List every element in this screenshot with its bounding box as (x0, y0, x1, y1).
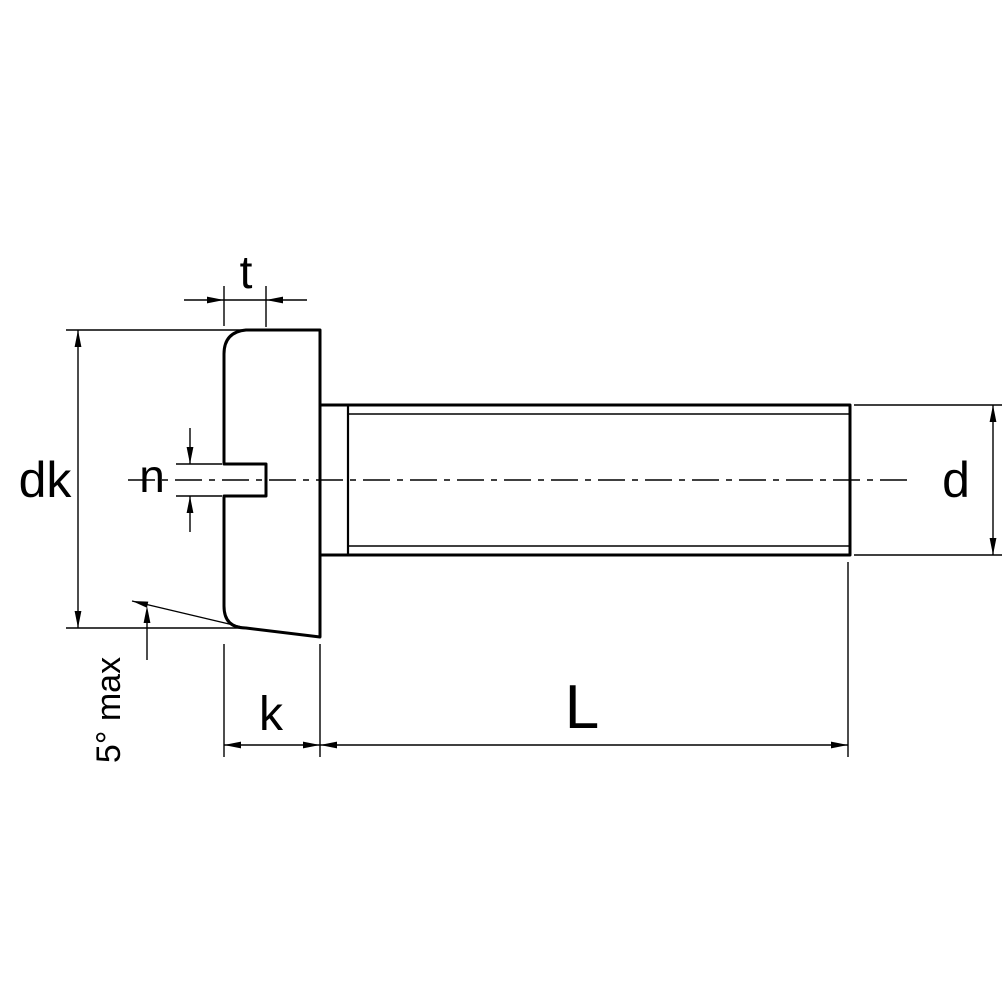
angle-construction-line (131, 600, 247, 629)
dimension-k: k (223, 644, 320, 757)
d-arrowhead-top (989, 405, 997, 422)
angle-leader-arrowhead (143, 606, 151, 623)
k-arrowhead-right (303, 741, 320, 749)
dimension-d: d (854, 404, 1002, 556)
d-arrowhead-bottom (989, 538, 997, 555)
k-label: k (259, 688, 284, 741)
k-arrowhead-left (224, 741, 241, 749)
angle-line-arrowhead (132, 601, 149, 608)
L-label: L (565, 673, 599, 742)
dimension-bearing-angle: 5° max (90, 600, 247, 763)
t-label: t (240, 246, 253, 298)
t-arrowhead-right (266, 296, 283, 304)
n-label: n (139, 450, 165, 502)
L-arrowhead-left (320, 741, 337, 749)
dk-label: dk (19, 452, 73, 508)
head-outline-with-slot (222, 328, 322, 639)
L-arrowhead-right (831, 741, 848, 749)
n-arrowhead-bottom (186, 496, 194, 513)
dimension-t: t (184, 246, 307, 327)
n-arrowhead-top (186, 447, 194, 464)
dk-arrowhead-bottom (74, 611, 82, 628)
dimension-dk: dk (19, 329, 246, 629)
screw-head (222, 328, 322, 639)
d-label: d (942, 452, 970, 508)
angle-label: 5° max (90, 657, 128, 763)
dimension-n: n (139, 428, 222, 532)
dk-arrowhead-top (74, 330, 82, 347)
t-arrowhead-left (207, 296, 224, 304)
dimension-L: L (319, 562, 849, 757)
